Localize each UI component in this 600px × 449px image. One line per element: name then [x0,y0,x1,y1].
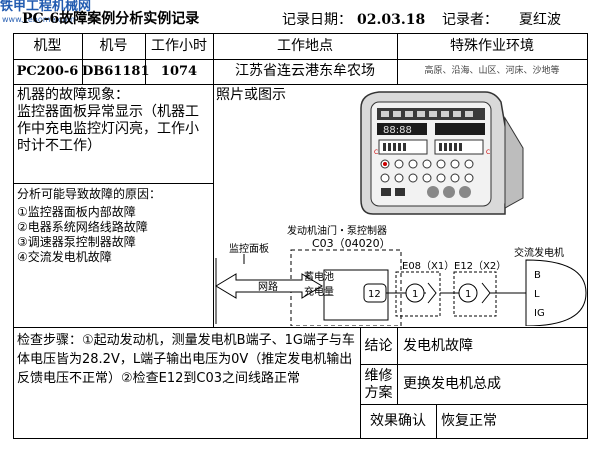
svg-text:88:88: 88:88 [383,125,412,136]
grid-col-1 [82,33,83,84]
grid-right [587,33,588,438]
diagram-monitor-label: 监控面板 [229,242,269,255]
diagram-controller-title: 发动机油门・泵控制器 [287,224,387,237]
recorder-value: 夏红波 [519,12,561,28]
watermark-url: www.cehome.com [2,15,76,24]
date-value: 02.03.18 [357,12,426,28]
grid-col-3 [213,33,214,327]
photo-label: 照片或图示 [216,87,286,103]
diagram-network-label: 网路 [258,280,278,293]
cell-environment: 高原、沿海、山区、河床、沙地等 [424,66,560,76]
header-serial: 机号 [99,38,128,54]
conclusion-value: 发电机故障 [403,338,473,354]
grid-col-4 [397,33,398,84]
grid-bottom [13,438,588,439]
cause-item: ①监控器面板内部故障 [17,205,136,219]
diagram-terminal-b: B [534,270,541,281]
watermark-logo-text: 铁甲工程机械网 [0,0,92,14]
cell-serial: DB61181 [82,64,150,79]
grid-row-bottom [13,84,588,85]
date-label: 记录日期： [282,12,352,28]
cause-item: ②电器系统网络线路故障 [17,220,148,234]
record-title: PC-6故障案例分析实例记录 [22,11,200,27]
grid-diagram-bottom [13,327,588,328]
conclusion-label: 结论 [364,338,393,354]
svg-text:C: C [374,149,378,156]
grid-left [13,33,14,438]
grid-header-bottom [13,59,588,60]
grid-col-effect-label [436,404,437,438]
cause-item: ③调速器泵控制器故障 [17,235,136,249]
fault-text: 监控器面板异常显示（机器工作中充电监控灯闪亮，工作小时计不工作） [17,104,199,154]
repair-label-line-1: 维修 [364,368,393,384]
recorder-label: 记录者： [442,12,498,28]
fault-label: 机器的故障现象： [17,87,129,103]
repair-value: 更换发电机总成 [403,376,501,392]
repair-label-line-2: 方案 [364,385,393,401]
effect-value: 恢复正常 [441,413,497,429]
grid-conclusion-bottom [360,364,588,365]
analysis-label: 分析可能导致故障的原因： [17,187,162,201]
steps-text: ①起动发动机，测量发电机B端子、1G端子与车体电压皆为28.2V，L端子输出电压… [17,333,355,386]
grid-repair-bottom [360,404,588,405]
diagram-controller-code: C03（04020） [312,237,391,250]
diagram-charge-label-1: 蓄电池 [304,270,334,283]
diagram-charge-label-2: 充电量 [304,285,334,298]
diagram-pin-e08: 1 [412,289,418,300]
diagram-terminal-ig: IG [534,308,545,319]
cause-item: ④交流发电机故障 [17,250,112,264]
header-location: 工作地点 [277,38,333,54]
steps-label: 检查步骤： [17,333,83,348]
header-environment: 特殊作业环境 [450,38,534,54]
diagram-e08-label: E08（X1） [402,260,454,272]
diagram-alternator-label: 交流发电机 [514,246,564,259]
svg-text:C: C [486,149,490,156]
grid-col-result [360,327,361,438]
effect-label: 效果确认 [370,413,426,429]
cell-location: 江苏省连云港东牟农场 [235,63,375,79]
header-model: 机型 [33,38,62,54]
grid-col-result-label [397,327,398,404]
wiring-diagram: 发动机油门・泵控制器 C03（04020） 监控面板 网路 蓄电池 充电量 12… [215,224,587,326]
cell-hours: 1074 [160,64,198,79]
diagram-pin-e12: 1 [465,289,471,300]
diagram-pin-c03: 12 [368,289,381,300]
monitor-panel-illustration: 88:88 C C [360,91,524,215]
grid-top [13,33,588,34]
grid-fault-bottom [13,183,214,184]
cell-model: PC200-6 [16,64,79,79]
steps-block: 检查步骤：①起动发动机，测量发电机B端子、1G端子与车体电压皆为28.2V，L端… [17,331,357,388]
diagram-terminal-l: L [534,289,540,300]
header-hours: 工作小时 [151,38,207,54]
grid-col-2 [145,33,146,84]
diagram-e12-label: E12（X2） [454,260,506,272]
